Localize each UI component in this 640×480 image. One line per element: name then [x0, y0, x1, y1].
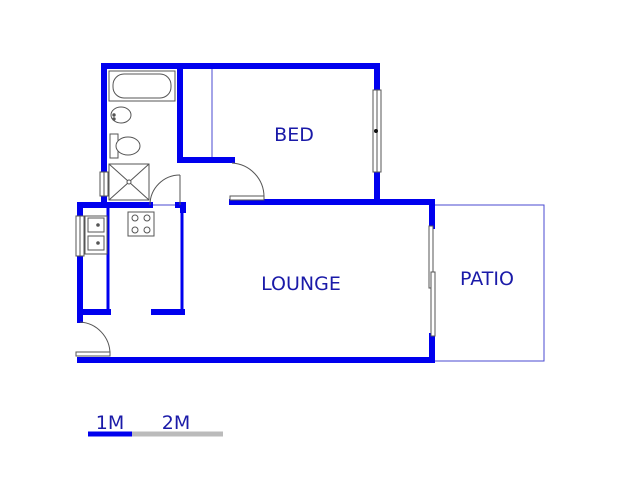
bath-window — [99, 171, 109, 197]
patio-sliding-door — [428, 225, 436, 337]
scale-label-1m: 1M — [96, 412, 124, 434]
bath-door — [149, 174, 181, 206]
bathtub-icon — [108, 70, 176, 102]
kitchen-sink-icon — [84, 215, 108, 255]
wall-stubs — [106, 205, 184, 312]
basin-icon — [110, 106, 132, 124]
scale-bar: 1M 2M — [88, 412, 223, 437]
window-latch-icon — [374, 129, 378, 133]
room-label-bed: BED — [274, 124, 314, 146]
scale-label-2m: 2M — [162, 412, 190, 434]
kitchen-window — [75, 215, 85, 257]
entry-door — [75, 321, 111, 357]
room-label-patio: PATIO — [460, 268, 514, 290]
shower-icon — [108, 163, 150, 201]
stove-icon — [127, 211, 155, 237]
toilet-icon — [109, 133, 141, 159]
room-label-lounge: LOUNGE — [261, 273, 341, 295]
bed-door — [229, 162, 265, 201]
patio-outline — [432, 204, 545, 362]
